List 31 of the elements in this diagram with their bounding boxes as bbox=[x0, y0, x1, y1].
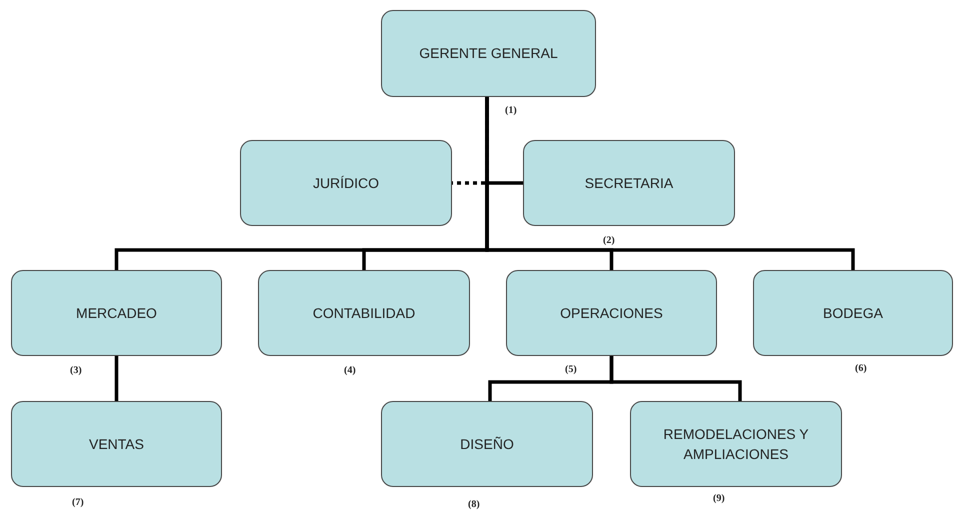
reference-number: (6) bbox=[855, 362, 867, 376]
reference-number: (5) bbox=[565, 363, 577, 377]
connector-line bbox=[610, 356, 742, 401]
org-box bbox=[523, 140, 735, 226]
reference-number: (9) bbox=[713, 492, 725, 506]
org-box bbox=[381, 10, 596, 97]
box-label: MERCADEO bbox=[76, 304, 157, 323]
box-label: REMODELACIONES Y AMPLIACIONES bbox=[662, 424, 810, 464]
reference-number: (1) bbox=[505, 104, 517, 118]
org-box bbox=[258, 270, 470, 356]
box-label: OPERACIONES bbox=[560, 304, 663, 323]
box-label: VENTAS bbox=[89, 434, 144, 454]
reference-number: (7) bbox=[72, 496, 84, 510]
box-label: SECRETARIA bbox=[584, 174, 674, 193]
org-box bbox=[753, 270, 953, 356]
org-box bbox=[506, 270, 717, 356]
box-label: JURÍDICO bbox=[312, 174, 380, 193]
box-label: CONTABILIDAD bbox=[312, 304, 416, 323]
org-box bbox=[11, 270, 222, 356]
box-label: DISEÑO bbox=[460, 434, 514, 454]
reference-number: (3) bbox=[70, 364, 82, 378]
reference-number: (2) bbox=[603, 234, 615, 248]
org-box bbox=[630, 401, 842, 487]
org-box bbox=[11, 401, 222, 487]
box-label: GERENTE GENERAL bbox=[419, 44, 558, 64]
connector-line bbox=[114, 356, 118, 401]
box-label: BODEGA bbox=[823, 304, 883, 323]
org-box bbox=[381, 401, 593, 487]
reference-number: (4) bbox=[344, 364, 356, 378]
org-box bbox=[240, 140, 452, 226]
reference-number: (8) bbox=[468, 498, 480, 512]
